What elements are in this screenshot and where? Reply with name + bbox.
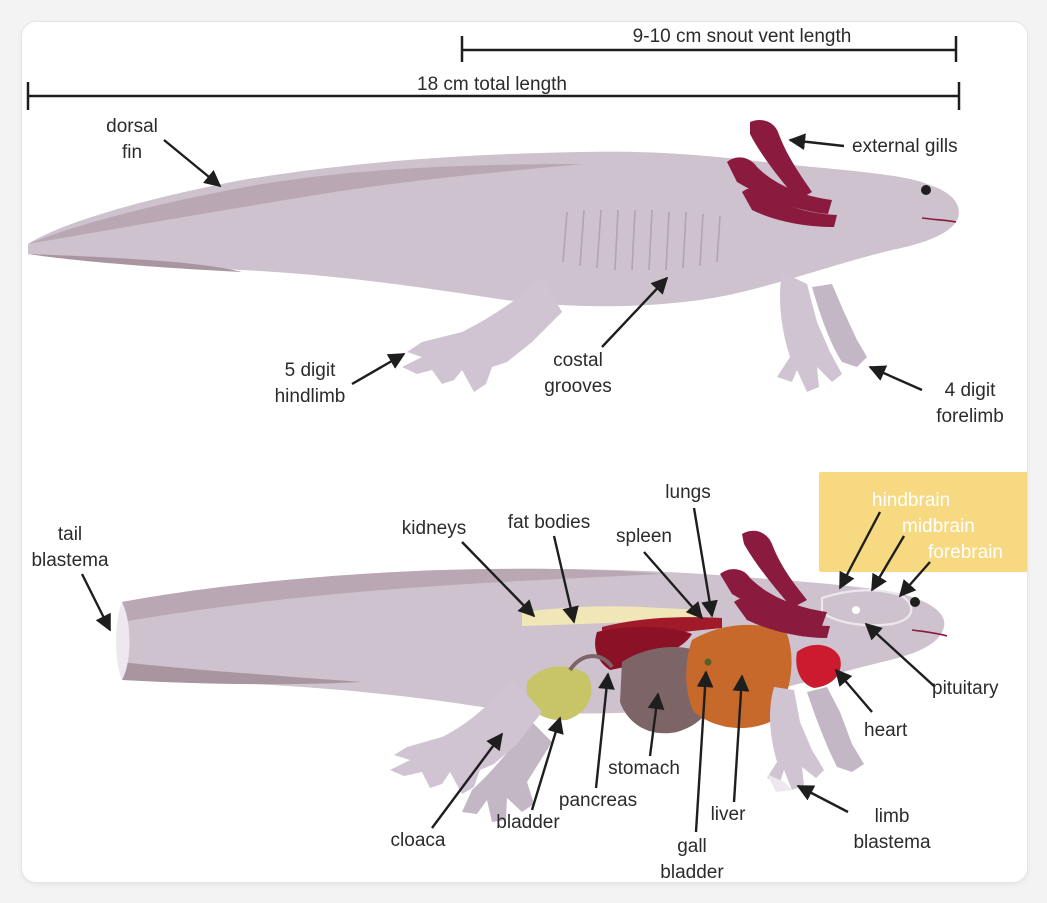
gall-bladder (704, 658, 712, 666)
forelimb-arrow (868, 365, 923, 392)
forebrain-arrow (898, 561, 931, 598)
kidneys-arrow (461, 541, 536, 618)
stomach-arrow (647, 692, 665, 757)
snout-vent-length-bar (460, 36, 958, 62)
pancreas-label: pancreas (559, 790, 637, 811)
limb-blastema-arrow (796, 784, 849, 814)
bladder-label: bladder (496, 812, 560, 833)
limb-blastema-label-line2: blastema (853, 832, 931, 853)
total-length-bar (26, 82, 961, 110)
hindbrain-label: hindbrain (872, 490, 950, 511)
bladder (526, 666, 592, 721)
cloaca-label: cloaca (391, 830, 446, 851)
total-length-label: 18 cm total length (417, 74, 567, 95)
axolotl-anatomy-diagram: 9-10 cm snout vent length 18 cm total le… (26, 26, 1027, 882)
lungs-label: lungs (665, 482, 710, 503)
stomach-label: stomach (608, 758, 680, 779)
kidneys-label: kidneys (402, 518, 466, 539)
limb-blastema-tip (767, 774, 792, 792)
forelimb-label-line1: 4 digit (945, 380, 996, 401)
external-gills (727, 120, 837, 227)
back-forelimb (812, 284, 867, 367)
heart-label: heart (864, 720, 908, 741)
midbrain-label: midbrain (902, 516, 975, 537)
tail-blastema-tip (116, 602, 130, 680)
diagram-card: 9-10 cm snout vent length 18 cm total le… (22, 22, 1027, 882)
mouth (921, 217, 957, 223)
bottom-eye (910, 597, 920, 607)
external-view-axolotl (28, 120, 959, 392)
intestine-loop (568, 654, 614, 672)
pituitary (852, 606, 860, 614)
hindbrain-arrow (838, 511, 882, 590)
bottom-ventral-band (122, 662, 362, 685)
fat-bodies-arrow (552, 535, 579, 624)
gall-bladder-label-line2: bladder (660, 862, 724, 882)
hindlimb-label-line1: 5 digit (285, 360, 336, 381)
back-forelimb-lower (807, 687, 864, 772)
hindlimb (402, 277, 562, 392)
fat-bodies-label: fat bodies (508, 512, 590, 533)
spleen-arrow (643, 551, 704, 620)
tail-blastema-label-line2: blastema (31, 550, 109, 571)
costal-grooves-label-line2: grooves (544, 376, 612, 397)
hindlimb-arrow (351, 352, 406, 386)
limb-blastema-label-line1: limb (875, 806, 910, 827)
bottom-forelimb (767, 687, 824, 790)
pituitary-label: pituitary (932, 678, 999, 699)
bottom-hindlimb (390, 677, 542, 794)
lungs-arrow (692, 507, 718, 618)
bladder-arrow (530, 716, 564, 811)
heart-arrow (834, 668, 873, 713)
tail-blastema-arrow (80, 573, 112, 632)
top-body (28, 151, 959, 307)
heart (796, 644, 841, 688)
midbrain-arrow (870, 535, 906, 592)
costal-grooves (562, 209, 721, 271)
liver-label: liver (711, 804, 747, 825)
liver-arrow (732, 674, 750, 803)
bottom-dorsal-band (122, 568, 662, 622)
forelimb (777, 272, 842, 392)
bottom-external-gills (720, 530, 830, 638)
dorsal-fin-band (28, 164, 582, 244)
spleen-label: spleen (616, 526, 672, 547)
ventral-fin-band (28, 254, 242, 272)
internal-view-axolotl (116, 530, 948, 822)
bottom-mouth (911, 629, 948, 637)
tail-blastema-label-line1: tail (58, 524, 82, 545)
costal-grooves-arrow (601, 276, 669, 348)
pancreas-arrow (594, 672, 615, 789)
pituitary-arrow (864, 622, 935, 687)
gall-bladder-arrow (694, 670, 714, 833)
gall-bladder-label-line1: gall (677, 836, 707, 857)
forelimb-label-line2: forelimb (936, 406, 1004, 427)
cloaca-arrow (431, 732, 504, 829)
dorsal-fin-label-line1: dorsal (106, 116, 158, 137)
brain-highlight-box (819, 472, 1027, 572)
back-hindlimb (462, 722, 552, 822)
dorsal-fin-arrow (163, 139, 222, 188)
hindlimb-label-line2: hindlimb (275, 386, 346, 407)
forebrain-label: forebrain (928, 542, 1003, 563)
snout-vent-length-label: 9-10 cm snout vent length (633, 26, 852, 47)
eye (921, 185, 931, 195)
spleen (595, 626, 692, 670)
brain (820, 589, 913, 627)
costal-grooves-label-line1: costal (553, 350, 603, 371)
external-gills-arrow (788, 133, 845, 151)
external-gills-label: external gills (852, 136, 958, 157)
dorsal-fin-label-line2: fin (122, 142, 142, 163)
